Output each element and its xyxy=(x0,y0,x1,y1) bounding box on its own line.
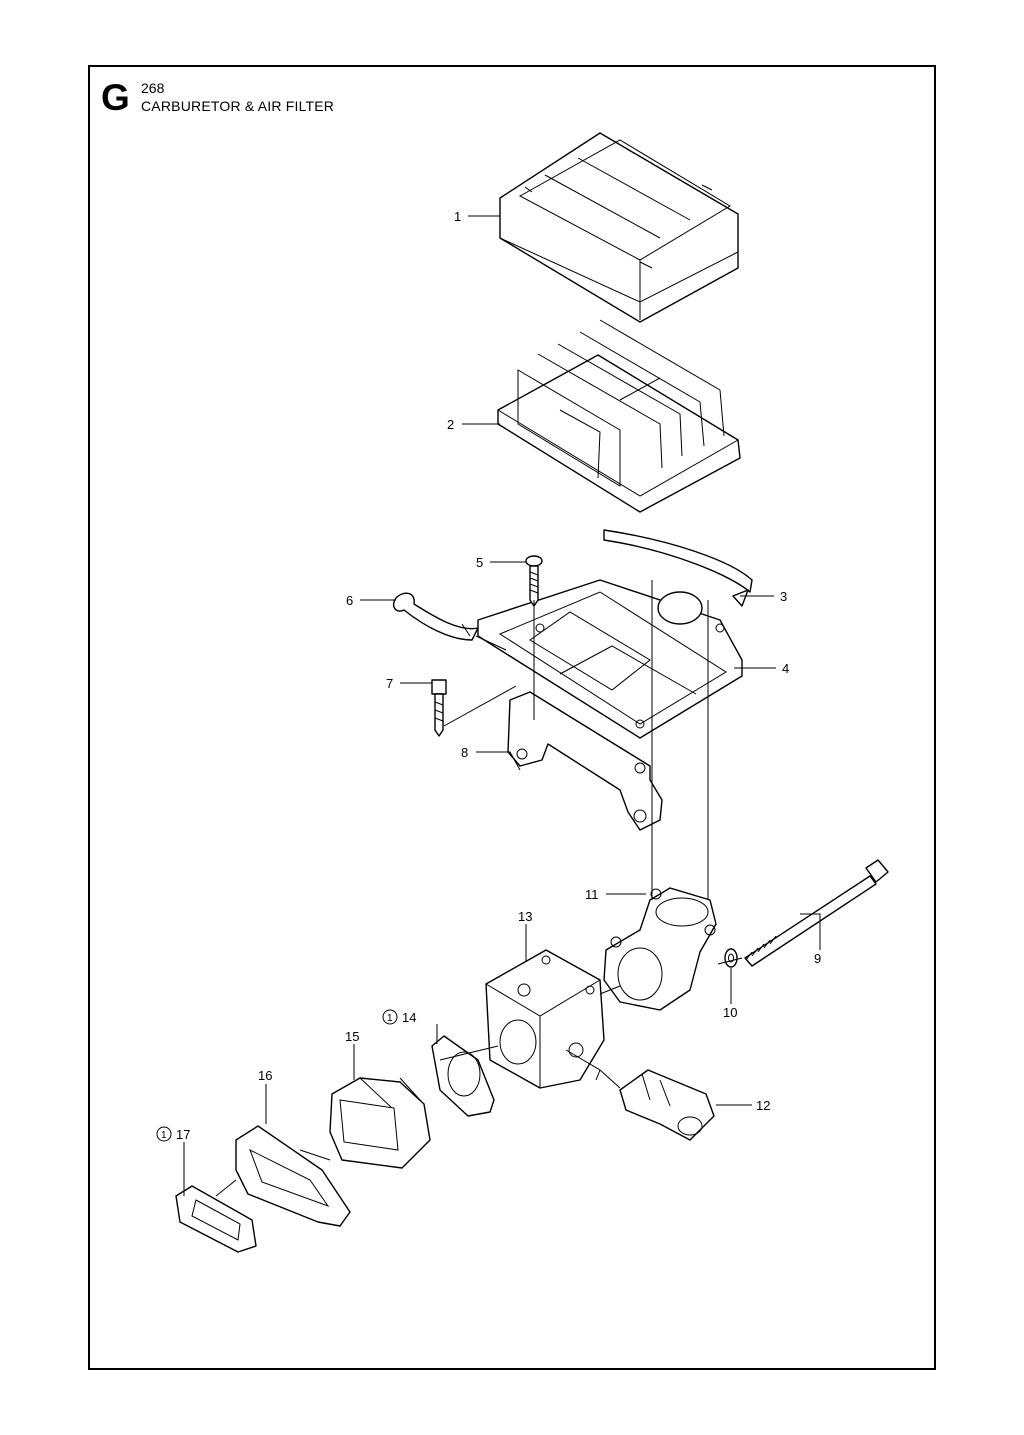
part-seal-strip xyxy=(603,529,753,607)
callout-10: 10 xyxy=(723,1005,737,1020)
callout-3: 3 xyxy=(780,589,787,604)
part-flange xyxy=(235,1125,351,1227)
part-washer xyxy=(724,948,738,968)
diagram-frame xyxy=(88,65,936,1370)
part-gasket-17 xyxy=(175,1185,257,1253)
callout-group: 1 2 3 4 5 6 7 8 9 10 11 12 13 1 14 15 16 xyxy=(156,209,821,1196)
part-air-filter-cover xyxy=(499,132,739,323)
callout-14: 14 xyxy=(402,1010,416,1025)
callout-6: 6 xyxy=(346,593,353,608)
section-letter: G xyxy=(101,77,130,118)
part-bracket xyxy=(507,691,663,831)
part-screw-7 xyxy=(431,679,447,737)
callout-16: 16 xyxy=(258,1068,272,1083)
callout-15: 15 xyxy=(345,1029,359,1044)
assembly-lines xyxy=(215,580,743,1197)
callout-2: 2 xyxy=(447,417,454,432)
callout-5: 5 xyxy=(476,555,483,570)
callout-11: 11 xyxy=(585,887,599,902)
note-symbol-17: 1 xyxy=(161,1130,167,1141)
note-symbol-14: 1 xyxy=(387,1013,393,1024)
part-carburetor xyxy=(485,949,605,1089)
part-intake-elbow xyxy=(603,887,717,1011)
callout-4: 4 xyxy=(782,661,789,676)
part-gasket-14 xyxy=(431,1035,495,1117)
callout-1: 1 xyxy=(454,209,461,224)
part-screw-5 xyxy=(525,555,543,607)
part-long-bolt xyxy=(744,859,889,967)
callout-7: 7 xyxy=(386,676,393,691)
callout-17: 17 xyxy=(176,1127,190,1142)
part-spacer xyxy=(329,1077,431,1169)
part-impulse-nipple xyxy=(619,1069,715,1141)
part-filter-holder xyxy=(477,579,743,739)
callout-9: 9 xyxy=(814,951,821,966)
callout-8: 8 xyxy=(461,745,468,760)
section-title: CARBURETOR & AIR FILTER xyxy=(141,98,335,114)
callout-13: 13 xyxy=(518,909,532,924)
model-number: 268 xyxy=(141,80,165,96)
part-clip xyxy=(392,592,479,641)
callout-12: 12 xyxy=(756,1098,770,1113)
part-air-filter xyxy=(497,319,741,513)
